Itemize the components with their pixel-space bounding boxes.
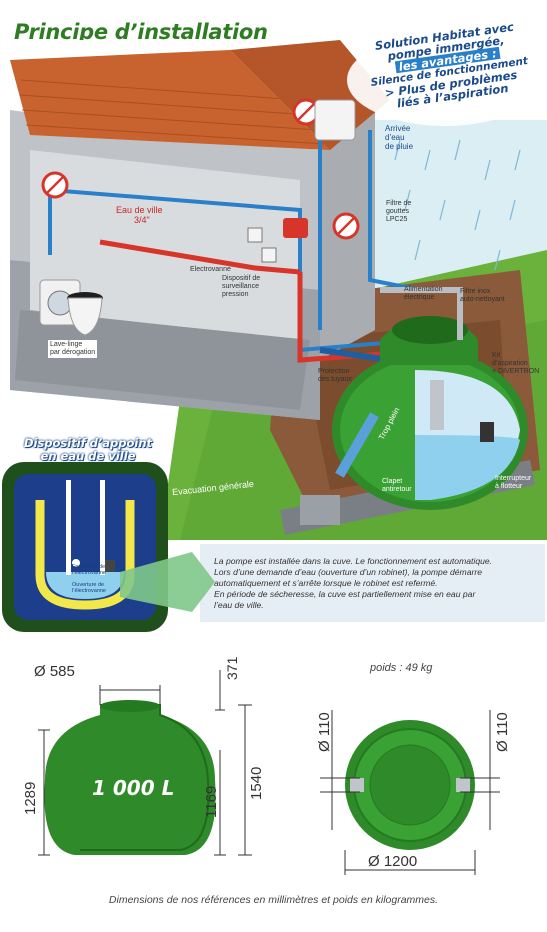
description-line-4: En période de sécheresse, la cuve est pa… — [214, 589, 476, 599]
label-eau-ville-1: Eau de ville — [116, 205, 163, 215]
label-protection-2: des tuyaux — [318, 376, 352, 383]
description-line-3: automatiquement et s’arrête lorsque le r… — [214, 578, 438, 588]
label-kit-1: Kit — [492, 352, 501, 359]
label-arrivee-2: d’eau — [385, 133, 405, 142]
dim-top-height: 371 — [224, 656, 240, 680]
dim-pipe-left: Ø 110 — [316, 712, 333, 752]
label-interrupteur-1: Interrupteur — [495, 475, 532, 482]
label-arrivee-3: de pluie — [385, 142, 414, 151]
label-dispositif-2: surveillance — [222, 283, 259, 290]
description-text: La pompe est installée dans la cuve. Le … — [214, 556, 539, 611]
label-kit: Kit d’aspiration + DIVERTRON — [492, 352, 539, 376]
description-line-2: Lors d’une demande d’eau (ouverture d’un… — [214, 567, 483, 577]
label-kit-3: + DIVERTRON — [492, 368, 540, 375]
label-eau-ville: Eau de ville 3/4" — [116, 205, 163, 225]
label-fermeture-1: Fermeture de — [72, 564, 106, 570]
label-protection: Protection des tuyaux — [318, 368, 352, 384]
dim-body-height: 1169 — [203, 785, 220, 818]
label-ouverture-1: Ouverture de — [72, 582, 105, 588]
dim-pipe-right: Ø 110 — [494, 712, 511, 752]
label-clapet-2: antiretour — [382, 486, 412, 493]
label-arrivee: Arrivée d’eau de pluie — [385, 124, 413, 151]
label-clapet-1: Clapet — [382, 478, 403, 485]
appoint-title-1: Dispositif d’appoint — [23, 436, 153, 450]
label-protection-1: Protection — [318, 368, 350, 375]
description-box — [120, 544, 545, 622]
label-filtre-1: Filtre de — [386, 200, 412, 207]
tank-volume: 1 000 L — [92, 776, 175, 800]
dim-left-height: 1289 — [22, 781, 39, 815]
label-filtre: Filtre de gouttes LPC25 — [386, 200, 411, 224]
label-eau-ville-2: 3/4" — [134, 215, 150, 225]
label-fermeture: Fermeture de l’électrovanne — [72, 564, 106, 576]
label-filtre-auto-1: Filtre inox — [460, 288, 491, 295]
dim-diam-base: Ø 1200 — [368, 853, 418, 870]
label-ouverture-2: l’électrovanne — [72, 588, 106, 594]
appoint-title: Dispositif d’appoint en eau de ville — [8, 437, 168, 463]
label-alimentation-1: Alimentation — [404, 286, 443, 293]
description-line-5: l’eau de ville. — [214, 600, 264, 610]
tank-weight: poids : 49 kg — [370, 662, 433, 674]
label-clapet: Clapet antiretour — [382, 478, 412, 494]
dim-total-height: 1540 — [248, 766, 265, 800]
label-filtre-3: LPC25 — [386, 216, 408, 223]
label-interrupteur-2: à flotteur — [495, 483, 523, 490]
label-dispositif-3: pression — [222, 291, 249, 298]
footer-note: Dimensions de nos références en millimèt… — [108, 894, 439, 906]
label-kit-2: d’aspiration — [492, 360, 528, 367]
label-lave-linge-2: par dérogation — [50, 349, 96, 356]
label-fermeture-2: l’électrovanne — [72, 570, 106, 576]
label-alimentation-2: électrique — [404, 294, 435, 301]
label-lave-linge-1: Lave-linge — [50, 341, 83, 348]
label-ouverture: Ouverture de l’électrovanne — [72, 582, 106, 594]
label-alimentation: Alimentation électrique — [404, 286, 443, 302]
description-line-1: La pompe est installée dans la cuve. Le … — [214, 556, 493, 566]
dim-diam-top: Ø 585 — [34, 663, 75, 680]
dimension-drawings — [38, 670, 500, 875]
label-dispositif-1: Dispositif de — [222, 275, 261, 282]
label-filtre-2: gouttes — [386, 208, 409, 215]
label-lave-linge: Lave-linge par dérogation — [48, 340, 98, 358]
label-arrivee-1: Arrivée — [385, 124, 411, 133]
label-filtre-auto-2: auto-nettoyant — [460, 296, 505, 303]
label-electrovanne: Electrovanne — [190, 266, 231, 273]
label-dispositif: Dispositif de surveillance pression — [222, 275, 260, 299]
label-interrupteur: Interrupteur à flotteur — [495, 475, 531, 491]
label-filtre-auto: Filtre inox auto-nettoyant — [460, 288, 505, 304]
appoint-title-2: en eau de ville — [40, 449, 136, 463]
